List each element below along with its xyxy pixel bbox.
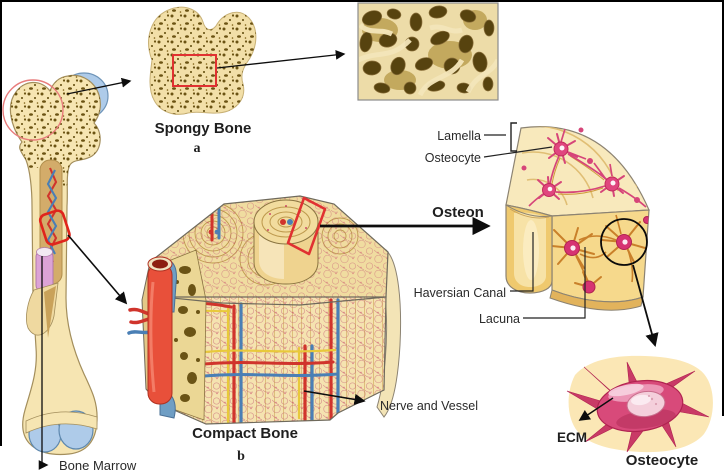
spongy-callout-box — [172, 54, 217, 87]
lacuna-label: Lacuna — [479, 312, 520, 326]
spongy-bone-illustration — [148, 6, 257, 115]
nerve-and-vessel-label: Nerve and Vessel — [380, 399, 478, 413]
trabecular-closeup — [357, 2, 499, 101]
arrow-nerve-and-vessel — [303, 390, 366, 405]
condyles — [25, 410, 98, 453]
bone-marrow-callout-line — [38, 256, 49, 470]
osteocyte-callout-circle — [600, 218, 648, 266]
compact-bone-label: Compact Bone — [192, 425, 298, 442]
haversian-canal-groove — [505, 204, 553, 294]
osteocyte-closeup-illustration — [566, 355, 713, 453]
ecm-label: ECM — [557, 430, 587, 445]
haversian-callout-line — [510, 232, 534, 292]
canaliculi-top — [521, 127, 647, 208]
arrow-spongy-to-trabecular — [216, 50, 346, 69]
lamella-bracket — [510, 122, 517, 152]
osteocyte-cell-label: Osteocyte — [626, 452, 699, 469]
compact-bone-illustration — [127, 195, 402, 425]
arrow-ecm — [578, 397, 614, 421]
nucleus — [626, 390, 666, 418]
blood-vessels-left — [127, 256, 177, 419]
femur-illustration — [2, 72, 109, 456]
marker-a-label: a — [194, 141, 201, 156]
epiphysis-callout-circle — [2, 79, 64, 141]
osteocyte-callout-line — [483, 146, 553, 158]
shaft-callout-box — [38, 209, 71, 246]
osteon-label: Osteon — [432, 204, 484, 221]
bone-marrow-label: Bone Marrow — [59, 458, 137, 473]
page-border — [0, 0, 724, 446]
osteon-wedge-illustration — [505, 126, 650, 311]
arrow-femur-to-compact — [67, 234, 128, 305]
arrow-femur-to-spongy — [66, 77, 132, 95]
osteon-cylinder — [253, 199, 319, 285]
spongy-bone-label: Spongy Bone — [155, 120, 252, 137]
marker-b-label: b — [237, 449, 245, 464]
lacuna-callout-line — [523, 247, 586, 319]
lamella-label: Lamella — [437, 129, 481, 143]
arrow-circle-to-osteocyte — [632, 264, 659, 347]
osteocyte-top-label: Osteocyte — [425, 151, 481, 165]
haversian-canal-label: Haversian Canal — [414, 286, 506, 300]
osteon-callout-wedge — [286, 196, 327, 256]
diagram-labels: Spongy Bone a Compact Bone b Osteon Lame… — [59, 120, 698, 473]
